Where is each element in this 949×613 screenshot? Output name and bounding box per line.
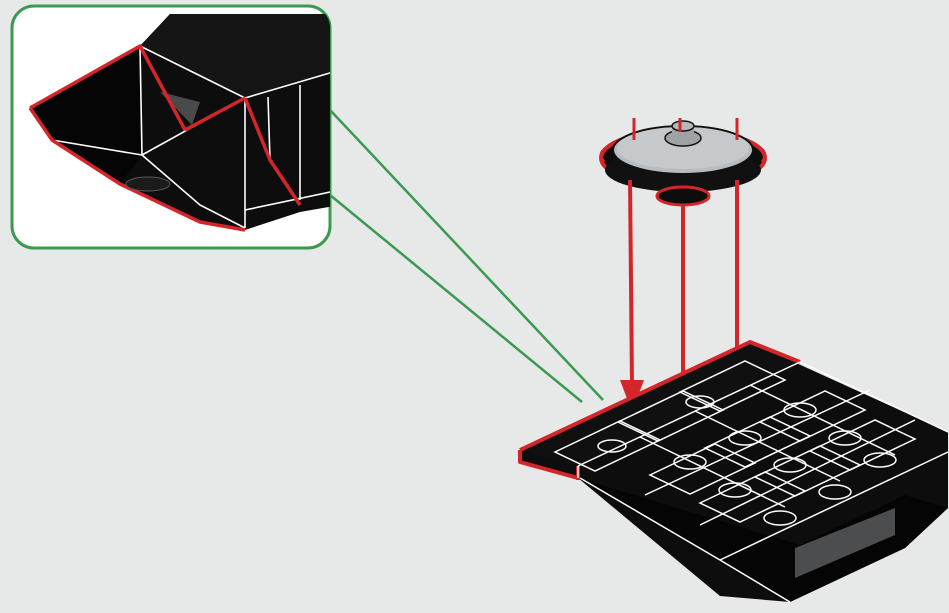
zoom-callout (12, 6, 340, 248)
